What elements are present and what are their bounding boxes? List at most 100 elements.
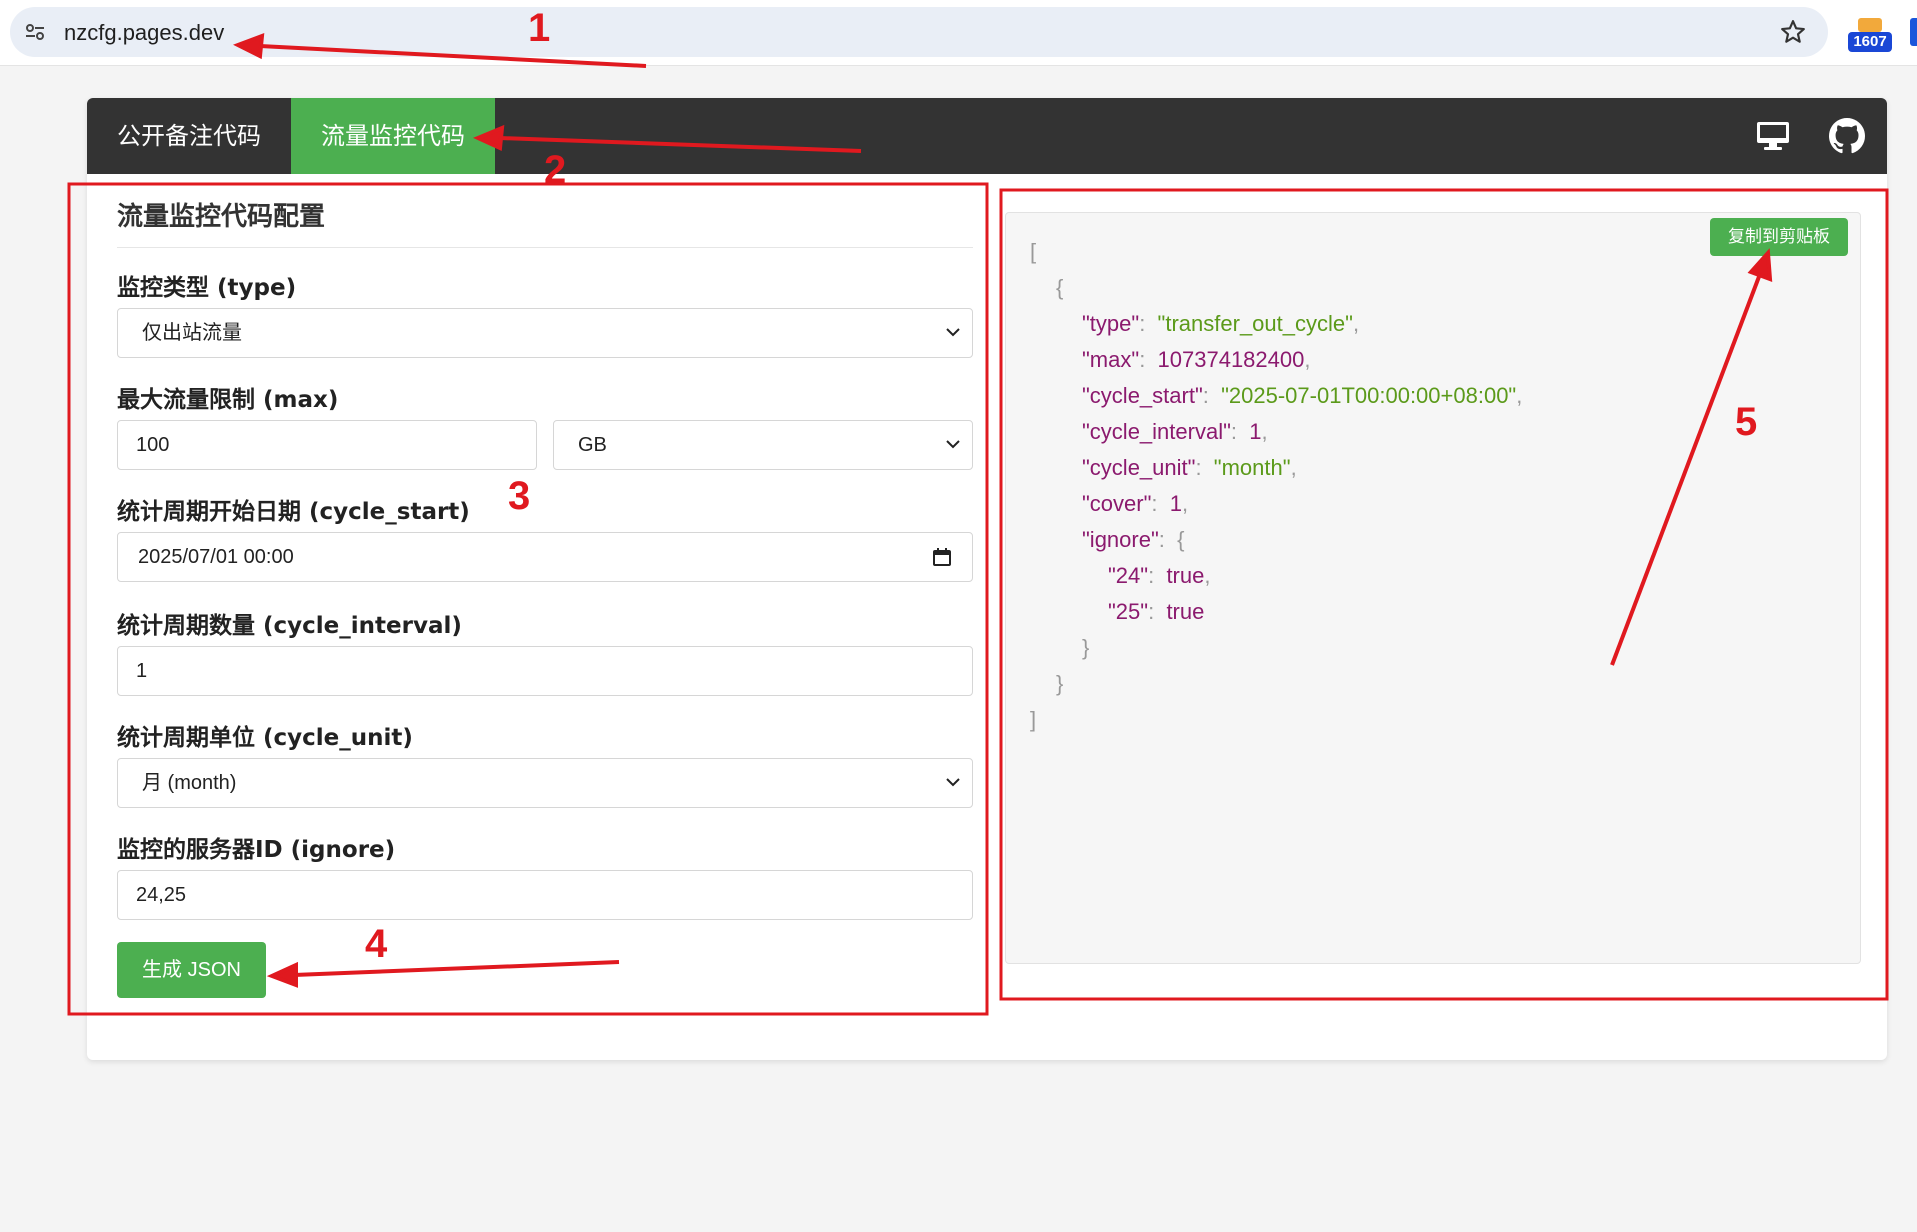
cycle-interval-label: 统计周期数量 (cycle_interval) bbox=[117, 613, 462, 639]
annotation-label-3: 3 bbox=[508, 474, 531, 518]
json-token: "24" bbox=[1108, 563, 1149, 588]
json-line: ] bbox=[1030, 707, 1036, 733]
cycle-start-input[interactable]: 2025/07/01 00:00 bbox=[117, 532, 973, 582]
max-unit-select[interactable]: GB bbox=[553, 420, 973, 470]
copy-to-clipboard-button[interactable]: 复制到剪贴板 bbox=[1710, 218, 1848, 256]
json-token: "ignore" bbox=[1082, 527, 1159, 552]
cycle-unit-label: 统计周期单位 (cycle_unit) bbox=[117, 725, 413, 751]
json-token: : bbox=[1230, 419, 1250, 444]
json-line: "25": true bbox=[1108, 599, 1204, 625]
json-token: [ bbox=[1030, 239, 1037, 264]
type-select-value: 仅出站流量 bbox=[142, 322, 242, 344]
tab-public-note-code[interactable]: 公开备注代码 bbox=[117, 122, 261, 150]
form-title: 流量监控代码配置 bbox=[117, 196, 973, 248]
tab-traffic-monitor-code[interactable]: 流量监控代码 bbox=[291, 98, 495, 174]
json-token: , bbox=[1352, 311, 1360, 336]
json-token: "type" bbox=[1082, 311, 1140, 336]
json-token: : bbox=[1148, 563, 1167, 588]
max-input[interactable]: 100 bbox=[117, 420, 537, 470]
json-token: } bbox=[1082, 635, 1090, 660]
calendar-icon[interactable] bbox=[932, 547, 952, 567]
annotation-label-2: 2 bbox=[544, 148, 567, 192]
extension-icon[interactable]: 1607 bbox=[1848, 18, 1892, 54]
json-token: "cycle_unit" bbox=[1082, 455, 1196, 480]
json-line: { bbox=[1056, 275, 1063, 301]
ignore-input[interactable]: 24,25 bbox=[117, 870, 973, 920]
json-token: : bbox=[1195, 455, 1214, 480]
generate-json-button[interactable]: 生成 JSON bbox=[117, 942, 266, 998]
github-icon[interactable] bbox=[1829, 118, 1865, 154]
json-line: "max": 107374182400, bbox=[1082, 347, 1310, 373]
site-settings-icon[interactable] bbox=[24, 21, 46, 43]
json-token: : bbox=[1139, 311, 1158, 336]
json-token: true bbox=[1166, 599, 1205, 624]
json-token: 1 bbox=[1169, 491, 1183, 516]
json-token: : bbox=[1139, 347, 1158, 372]
ignore-value: 24,25 bbox=[136, 884, 187, 906]
json-token: : bbox=[1202, 383, 1222, 408]
type-select[interactable]: 仅出站流量 bbox=[117, 308, 973, 358]
json-token: , bbox=[1290, 455, 1297, 480]
json-token: "cycle_interval" bbox=[1082, 419, 1231, 444]
json-line: "ignore": { bbox=[1082, 527, 1184, 553]
json-line: "cycle_interval": 1, bbox=[1082, 419, 1268, 445]
json-line: "cover": 1, bbox=[1082, 491, 1188, 517]
cycle-unit-select[interactable]: 月 (month) bbox=[117, 758, 973, 808]
ignore-label: 监控的服务器ID (ignore) bbox=[117, 837, 396, 863]
json-token: , bbox=[1304, 347, 1311, 372]
json-line: "cycle_start": "2025-07-01T00:00:00+08:0… bbox=[1082, 383, 1522, 409]
json-token: "2025-07-01T00:00:00+08:00" bbox=[1221, 383, 1517, 408]
json-token: : { bbox=[1158, 527, 1185, 552]
json-token: "25" bbox=[1108, 599, 1149, 624]
json-line: "cycle_unit": "month", bbox=[1082, 455, 1297, 481]
json-token: , bbox=[1516, 383, 1523, 408]
max-input-value: 100 bbox=[136, 434, 170, 456]
json-line: [ bbox=[1030, 239, 1036, 265]
cycle-start-label: 统计周期开始日期 (cycle_start) bbox=[117, 499, 470, 525]
annotation-label-5: 5 bbox=[1735, 400, 1758, 444]
chevron-down-icon bbox=[946, 778, 960, 787]
json-token: ] bbox=[1030, 707, 1037, 732]
json-line: "24": true, bbox=[1108, 563, 1210, 589]
json-token: : bbox=[1148, 599, 1167, 624]
annotation-label-1: 1 bbox=[528, 6, 551, 50]
json-line: } bbox=[1056, 671, 1063, 697]
json-token: , bbox=[1182, 491, 1189, 516]
app-container: 公开备注代码 流量监控代码 流量监控代码配置 监控类型 (type) 仅出站流量… bbox=[87, 98, 1887, 1060]
json-token: : bbox=[1151, 491, 1170, 516]
json-token: 1 bbox=[1249, 419, 1262, 444]
url-text[interactable]: nzcfg.pages.dev bbox=[64, 20, 225, 45]
monitor-icon[interactable] bbox=[1755, 118, 1791, 154]
max-unit-value: GB bbox=[578, 434, 607, 456]
json-token: true bbox=[1166, 563, 1205, 588]
extension-icon-partial[interactable] bbox=[1910, 18, 1917, 46]
cycle-unit-value: 月 (month) bbox=[142, 772, 237, 794]
chevron-down-icon bbox=[946, 440, 960, 449]
json-token: "cover" bbox=[1082, 491, 1152, 516]
cycle-interval-value: 1 bbox=[136, 660, 148, 682]
json-token: } bbox=[1056, 671, 1064, 696]
json-token: , bbox=[1261, 419, 1268, 444]
address-bar[interactable]: nzcfg.pages.dev bbox=[10, 7, 1828, 57]
json-token: "max" bbox=[1082, 347, 1140, 372]
extension-badge-count: 1607 bbox=[1848, 32, 1892, 52]
json-token: "transfer_out_cycle" bbox=[1157, 311, 1353, 336]
config-form: 流量监控代码配置 监控类型 (type) 仅出站流量 最大流量限制 (max) … bbox=[117, 196, 973, 998]
cycle-interval-input[interactable]: 1 bbox=[117, 646, 973, 696]
max-label: 最大流量限制 (max) bbox=[117, 387, 339, 413]
json-token: "cycle_start" bbox=[1082, 383, 1203, 408]
annotation-label-4: 4 bbox=[365, 922, 388, 966]
json-token: , bbox=[1204, 563, 1211, 588]
json-token: 107374182400 bbox=[1157, 347, 1305, 372]
chevron-down-icon bbox=[946, 328, 960, 337]
json-token: { bbox=[1056, 275, 1064, 300]
type-label: 监控类型 (type) bbox=[117, 275, 297, 301]
json-line: } bbox=[1082, 635, 1089, 661]
json-line: "type": "transfer_out_cycle", bbox=[1082, 311, 1359, 337]
bookmark-star-icon[interactable] bbox=[1780, 19, 1806, 45]
json-output-panel: 复制到剪贴板 [{"type": "transfer_out_cycle","m… bbox=[1005, 212, 1861, 964]
cycle-start-value: 2025/07/01 00:00 bbox=[138, 546, 294, 568]
top-navigation: 公开备注代码 流量监控代码 bbox=[87, 98, 1887, 174]
browser-toolbar: nzcfg.pages.dev 1607 bbox=[0, 0, 1917, 66]
json-token: "month" bbox=[1213, 455, 1291, 480]
